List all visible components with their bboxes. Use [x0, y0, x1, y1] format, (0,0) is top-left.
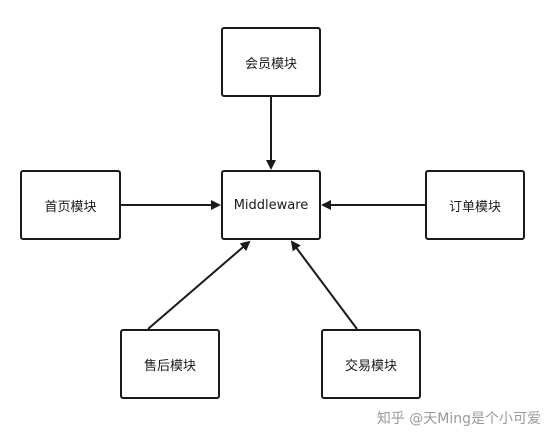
- node-middleware-label: Middleware: [233, 197, 309, 213]
- node-middleware: Middleware: [221, 170, 321, 240]
- node-trade-label: 交易模块: [344, 358, 397, 374]
- edge-after-sales-to-middleware: [147, 240, 251, 330]
- node-after-sales-label: 售后模块: [143, 358, 196, 374]
- node-order-label: 订单模块: [448, 199, 501, 215]
- watermark-text: 知乎 @天Ming是个小可爱: [376, 411, 541, 427]
- node-member-label: 会员模块: [244, 56, 297, 72]
- edge-trade-to-middleware: [290, 240, 358, 330]
- node-home-module: 首页模块: [20, 170, 121, 240]
- node-after-sales-module: 售后模块: [120, 329, 220, 399]
- node-home-label: 首页模块: [44, 199, 97, 215]
- node-trade-module: 交易模块: [321, 329, 421, 399]
- node-order-module: 订单模块: [425, 170, 525, 240]
- node-member-module: 会员模块: [221, 27, 321, 97]
